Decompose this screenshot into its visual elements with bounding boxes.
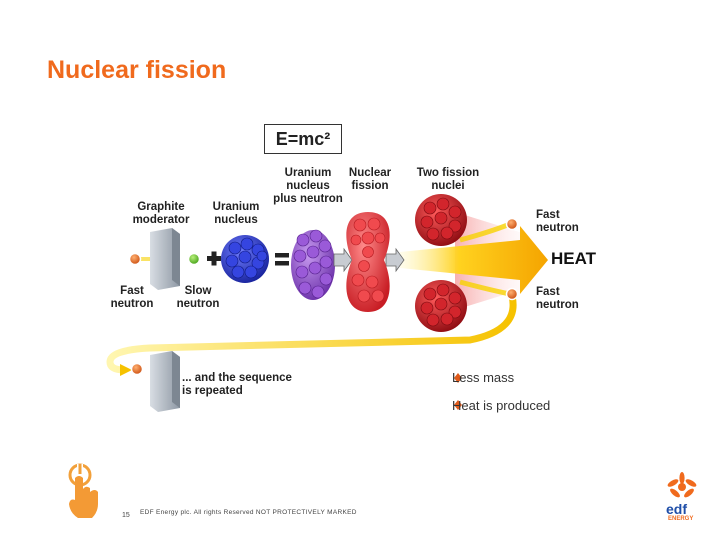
- fission-nucleus-bottom: [415, 280, 467, 332]
- fission-nucleus: [346, 212, 390, 312]
- fast-neutron-repeat: [130, 362, 144, 376]
- result-less-mass: Less mass: [452, 370, 514, 385]
- fission-nucleus-top: [415, 194, 467, 246]
- fast-neutron-in: [128, 252, 142, 266]
- arrow-icon: [385, 247, 405, 273]
- plus-icon: [207, 251, 221, 266]
- graphite-moderator: [150, 228, 180, 290]
- fast-neutron-top: [505, 217, 519, 231]
- uranium-nucleus: [221, 235, 269, 283]
- result-heat-produced-text: Heat is produced: [452, 398, 551, 413]
- result-less-mass-text: Less mass: [452, 370, 515, 385]
- footer-text: EDF Energy plc. All rights Reserved NOT …: [140, 509, 357, 516]
- result-heat-produced: Heat is produced: [452, 398, 550, 413]
- bullet-icon: [454, 400, 462, 410]
- fast-neutron-bottom: [505, 287, 519, 301]
- equals-icon: [275, 253, 289, 266]
- heat-label: HEAT: [551, 249, 597, 268]
- heat-arrow: [400, 226, 548, 294]
- slow-neutron: [187, 252, 201, 266]
- edf-logo-subtext: ENERGY: [668, 516, 694, 522]
- edf-logo: edf: [666, 472, 697, 517]
- svg-text:edf: edf: [666, 501, 687, 517]
- graphite-moderator-repeat: [150, 351, 180, 412]
- repeat-loop: [106, 295, 517, 374]
- arrow-icon: [333, 247, 353, 273]
- power-hand-icon: [68, 463, 98, 518]
- equation-box: E=mc²: [264, 124, 342, 154]
- uranium-plus-neutron: [291, 229, 335, 300]
- slide-title: Nuclear fission: [47, 56, 227, 84]
- page-number: 15: [122, 512, 130, 519]
- bullet-icon: [454, 373, 462, 383]
